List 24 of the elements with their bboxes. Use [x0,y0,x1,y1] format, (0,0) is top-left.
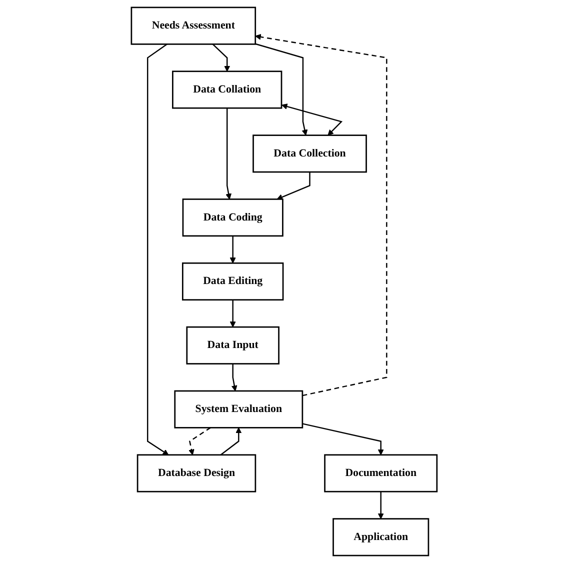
node-box: Needs Assessment [131,6,256,45]
arrow [212,44,230,72]
arrow [232,364,238,392]
arrow [188,427,212,456]
arrow [302,423,384,456]
arrow [256,43,308,136]
node-box: System Evaluation [174,390,304,428]
node-box: Data Input [186,326,280,364]
arrow [277,172,311,200]
arrow [226,108,232,200]
arrow [255,34,388,396]
arrow [230,300,236,328]
node-box: Data Collation [172,70,282,109]
arrow [147,44,169,456]
node-box: Data Editing [182,262,284,301]
arrow [378,492,384,520]
node-box: Data Collection [252,134,368,173]
arrow [282,104,343,136]
arrow [220,427,242,456]
node-box: Application [332,518,430,556]
node-box: Data Coding [182,198,284,237]
node-box: Database Design [137,454,256,492]
node-box: Documentation [324,454,438,492]
arrow [230,236,236,264]
